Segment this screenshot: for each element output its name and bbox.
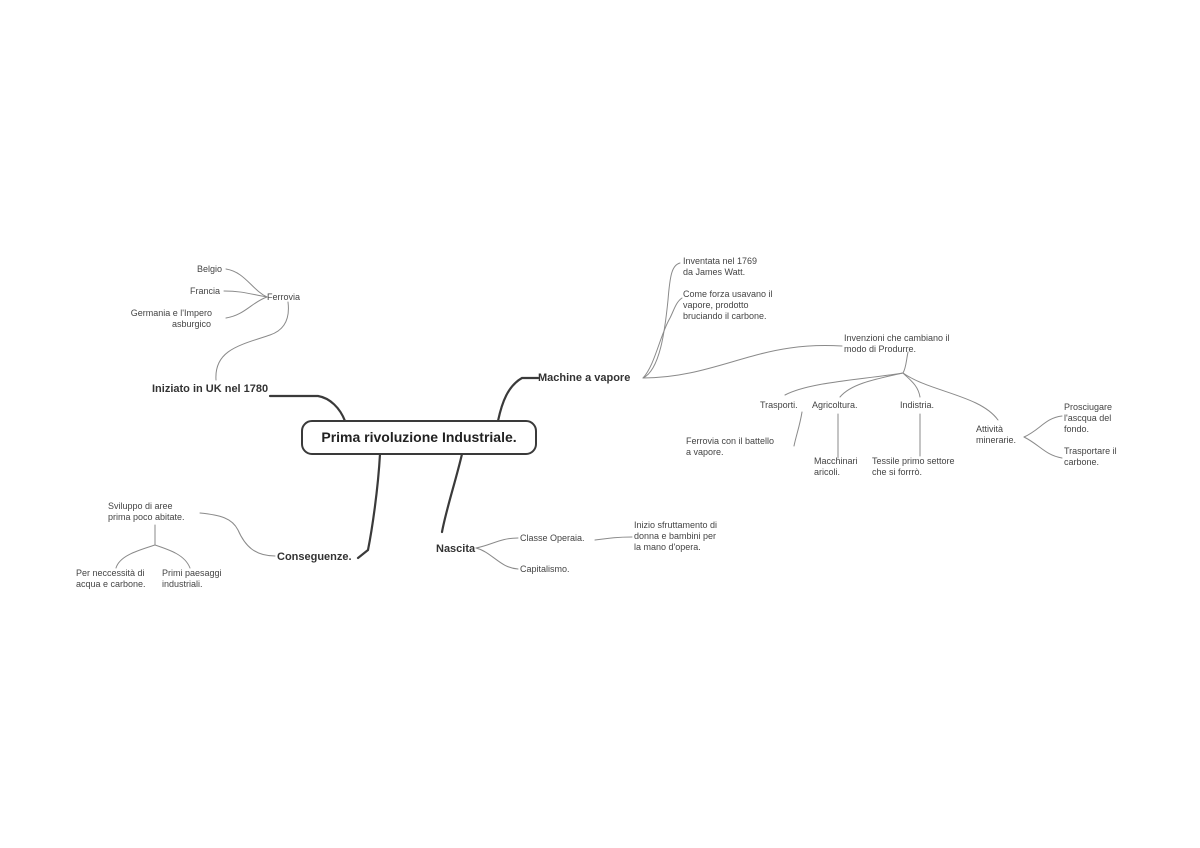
node-prosciugare-line1[interactable]: Prosciugare (1064, 402, 1112, 412)
node-sfruttamento-line2[interactable]: donna e bambini per (634, 531, 716, 541)
node-necessita-line2[interactable]: acqua e carbone. (76, 579, 146, 589)
node-nascita[interactable]: Nascita (436, 543, 476, 555)
link-classe-sfruttamento (594, 536, 633, 541)
branch-conseguenze-line (356, 452, 382, 560)
link-machine-forza (642, 297, 683, 379)
node-germania-line1[interactable]: Germania e l'Impero (131, 308, 212, 318)
root-node-box (301, 420, 537, 455)
node-necessita-line1[interactable]: Per neccessità di (76, 568, 145, 578)
node-classe-operaia[interactable]: Classe Operaia. (520, 533, 585, 543)
link-nascita-classe (475, 537, 519, 549)
node-belgio[interactable]: Belgio (197, 264, 222, 274)
link-attivita-prosciugare (1023, 415, 1063, 438)
node-tessile-line2[interactable]: che si forrrò. (872, 467, 922, 477)
node-trasporti[interactable]: Trasporti. (760, 400, 798, 410)
node-invenzioni-line1[interactable]: Invenzioni che cambiano il (844, 333, 950, 343)
node-ferrovia-battello-line1[interactable]: Ferrovia con il battello (686, 436, 774, 446)
node-invenzioni-line2[interactable]: modo di Produrre. (844, 344, 916, 354)
root-node-label: Prima rivoluzione Industriale. (321, 429, 516, 445)
link-ferrovia-belgio (225, 268, 268, 298)
link-machine-inventata (642, 262, 681, 379)
link-sviluppo-necessita (115, 544, 156, 569)
link-conseguenze-sviluppo (199, 512, 276, 557)
node-forza-line2[interactable]: vapore, prodotto (683, 300, 749, 310)
node-prosciugare-line3[interactable]: fondo. (1064, 424, 1089, 434)
node-trasportare-line1[interactable]: Trasportare il (1064, 446, 1117, 456)
node-ferrovia[interactable]: Ferrovia (267, 292, 300, 302)
branch-nascita-line (440, 452, 464, 534)
link-invenzioni-agricoltura (839, 372, 904, 398)
node-sfruttamento-line3[interactable]: la mano d'opera. (634, 542, 701, 552)
link-ferrovia-francia (223, 290, 268, 298)
node-germania-line2[interactable]: asburgico (172, 319, 211, 329)
node-industria[interactable]: Indistria. (900, 400, 934, 410)
node-sfruttamento-line1[interactable]: Inizio sfruttamento di (634, 520, 717, 530)
node-iniziato[interactable]: Iniziato in UK nel 1780 (152, 383, 268, 395)
link-ferrovia-germania (225, 296, 268, 319)
node-sviluppo-line1[interactable]: Sviluppo di aree (108, 501, 173, 511)
node-trasportare-line2[interactable]: carbone. (1064, 457, 1099, 467)
link-invenzioni-trasporti (784, 372, 904, 396)
node-conseguenze[interactable]: Conseguenze. (277, 551, 352, 563)
node-paesaggi-line1[interactable]: Primi paesaggi (162, 568, 222, 578)
link-machine-invenzioni (642, 344, 843, 379)
link-iniziato-ferrovia (215, 301, 289, 381)
node-inventata-line2[interactable]: da James Watt. (683, 267, 745, 277)
link-invenzioni-industria (902, 372, 921, 398)
root-node[interactable]: Prima rivoluzione Industriale. (301, 420, 537, 455)
node-macchinari-line1[interactable]: Macchinari (814, 456, 858, 466)
node-inventata-line1[interactable]: Inventata nel 1769 (683, 256, 757, 266)
link-invenzioni-down (902, 351, 909, 374)
link-trasporti-ferrovia (793, 411, 803, 447)
node-forza-line3[interactable]: bruciando il carbone. (683, 311, 767, 321)
link-sviluppo-paesaggi (154, 544, 191, 569)
node-sviluppo-line2[interactable]: prima poco abitate. (108, 512, 185, 522)
link-nascita-capitalismo (475, 547, 519, 570)
node-francia[interactable]: Francia (190, 286, 220, 296)
node-capitalismo[interactable]: Capitalismo. (520, 564, 570, 574)
node-tessile-line1[interactable]: Tessile primo settore (872, 456, 955, 466)
node-agricoltura[interactable]: Agricoltura. (812, 400, 858, 410)
link-attivita-trasportare (1023, 436, 1063, 459)
node-ferrovia-battello-line2[interactable]: a vapore. (686, 447, 724, 457)
node-forza-line1[interactable]: Come forza usavano il (683, 289, 773, 299)
branch-iniziato-line (268, 394, 347, 423)
node-attivita-line2[interactable]: minerarie. (976, 435, 1016, 445)
node-prosciugare-line2[interactable]: l'ascqua del (1064, 413, 1111, 423)
branch-machine-line (496, 376, 540, 423)
node-attivita-line1[interactable]: Attività (976, 424, 1003, 434)
node-macchinari-line2[interactable]: aricoli. (814, 467, 840, 477)
node-machine[interactable]: Machine a vapore (538, 372, 630, 384)
connectors (115, 262, 1063, 570)
node-paesaggi-line2[interactable]: industriali. (162, 579, 203, 589)
link-invenzioni-attivita (902, 372, 999, 421)
